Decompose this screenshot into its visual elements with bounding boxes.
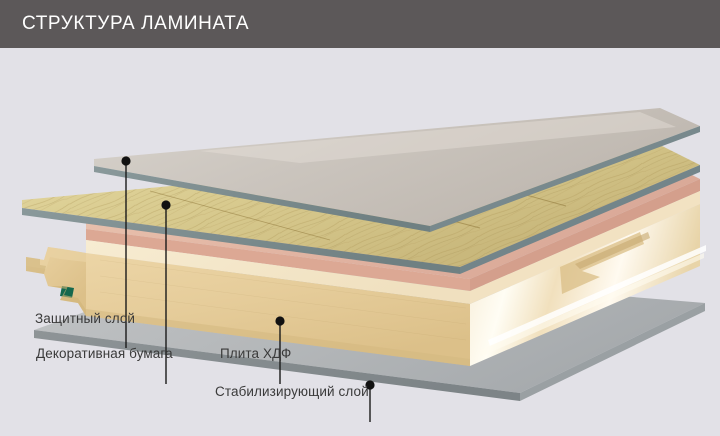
protective-right-edge <box>430 126 700 232</box>
decor-right-edge <box>460 165 700 274</box>
hdf-front-shadow <box>86 309 470 366</box>
stabilizing-front-edge <box>34 330 520 401</box>
hdf-core-front-face <box>86 253 470 366</box>
diagram-stage <box>0 48 720 436</box>
hdf-resin-front-edge <box>86 229 470 291</box>
page-title: СТРУКТУРА ЛАМИНАТА <box>22 13 250 34</box>
header-bar: СТРУКТУРА ЛАМИНАТА <box>0 0 720 48</box>
callout-leaders <box>121 156 375 422</box>
protective-sheen <box>200 112 676 163</box>
hdf-left-groove-shadow <box>26 257 46 274</box>
callout-label-hdf: Плита ХДФ <box>220 346 292 361</box>
callout-label-protective: Защитный слой <box>35 311 136 326</box>
laminate-exploded-diagram <box>0 48 720 436</box>
callout-dot-stabilizing <box>365 380 375 390</box>
hdf-right-highlight <box>488 245 706 346</box>
hdf-cream-front-edge <box>86 240 470 304</box>
hdf-resin-right-edge <box>470 179 700 291</box>
layer-protective-overlay <box>94 108 700 232</box>
callout-label-decorative: Декоративная бумага <box>36 346 173 361</box>
callout-label-stabilizing: Стабилизирующий слой <box>215 384 369 399</box>
hdf-left-click-profile <box>26 218 86 316</box>
callout-dot-decorative <box>161 200 171 210</box>
decor-front-edge <box>22 208 460 274</box>
hdf-right-click-profile <box>480 232 706 356</box>
stabilizing-right-edge <box>520 303 705 401</box>
hdf-cream-right-edge <box>470 191 700 304</box>
hdf-texture <box>99 259 467 341</box>
callout-dot-protective <box>121 156 131 166</box>
callout-dot-hdf <box>275 316 285 326</box>
protective-front-edge <box>94 166 430 232</box>
protective-top-face <box>94 108 700 226</box>
